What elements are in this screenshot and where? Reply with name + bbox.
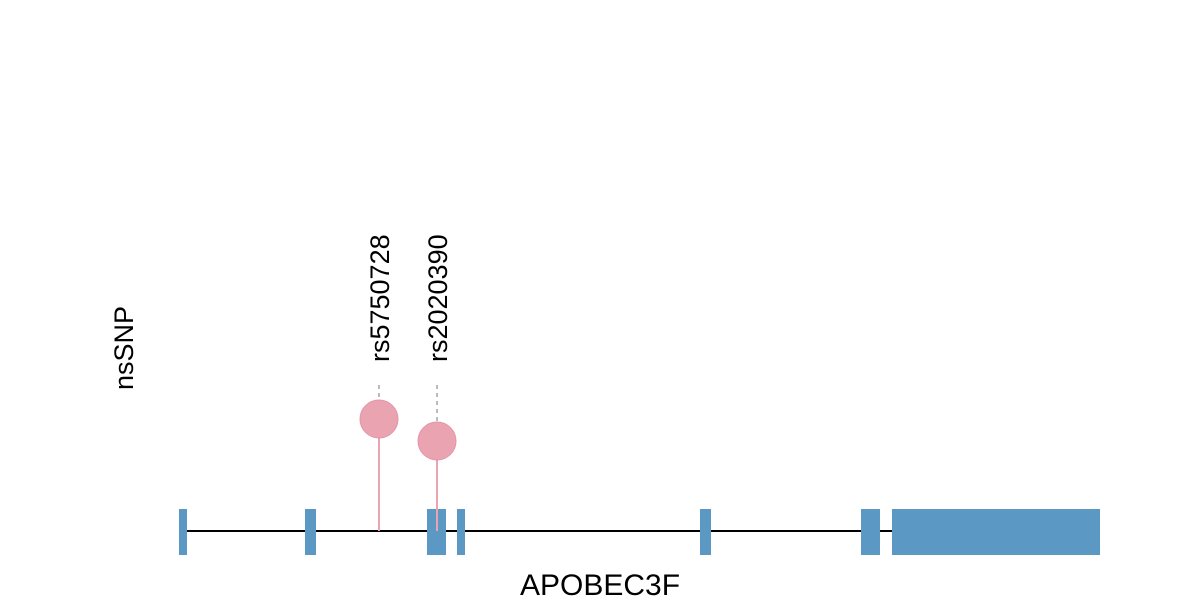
exon (305, 509, 316, 555)
y-axis-label: nsSNP (109, 306, 139, 390)
snp-head[interactable] (417, 421, 457, 461)
exon (457, 509, 465, 555)
gene-label: APOBEC3F (520, 569, 680, 600)
snp-head[interactable] (359, 399, 399, 439)
exon (861, 509, 880, 555)
exon (427, 509, 446, 555)
exon (179, 509, 187, 555)
snp-lollipop[interactable]: rs5750728 (359, 234, 399, 531)
snp-label: rs2020390 (423, 234, 453, 362)
snp-lollipop[interactable]: rs2020390 (417, 234, 457, 531)
snp-label: rs5750728 (365, 234, 395, 362)
exon (700, 509, 711, 555)
exon (892, 509, 1100, 555)
